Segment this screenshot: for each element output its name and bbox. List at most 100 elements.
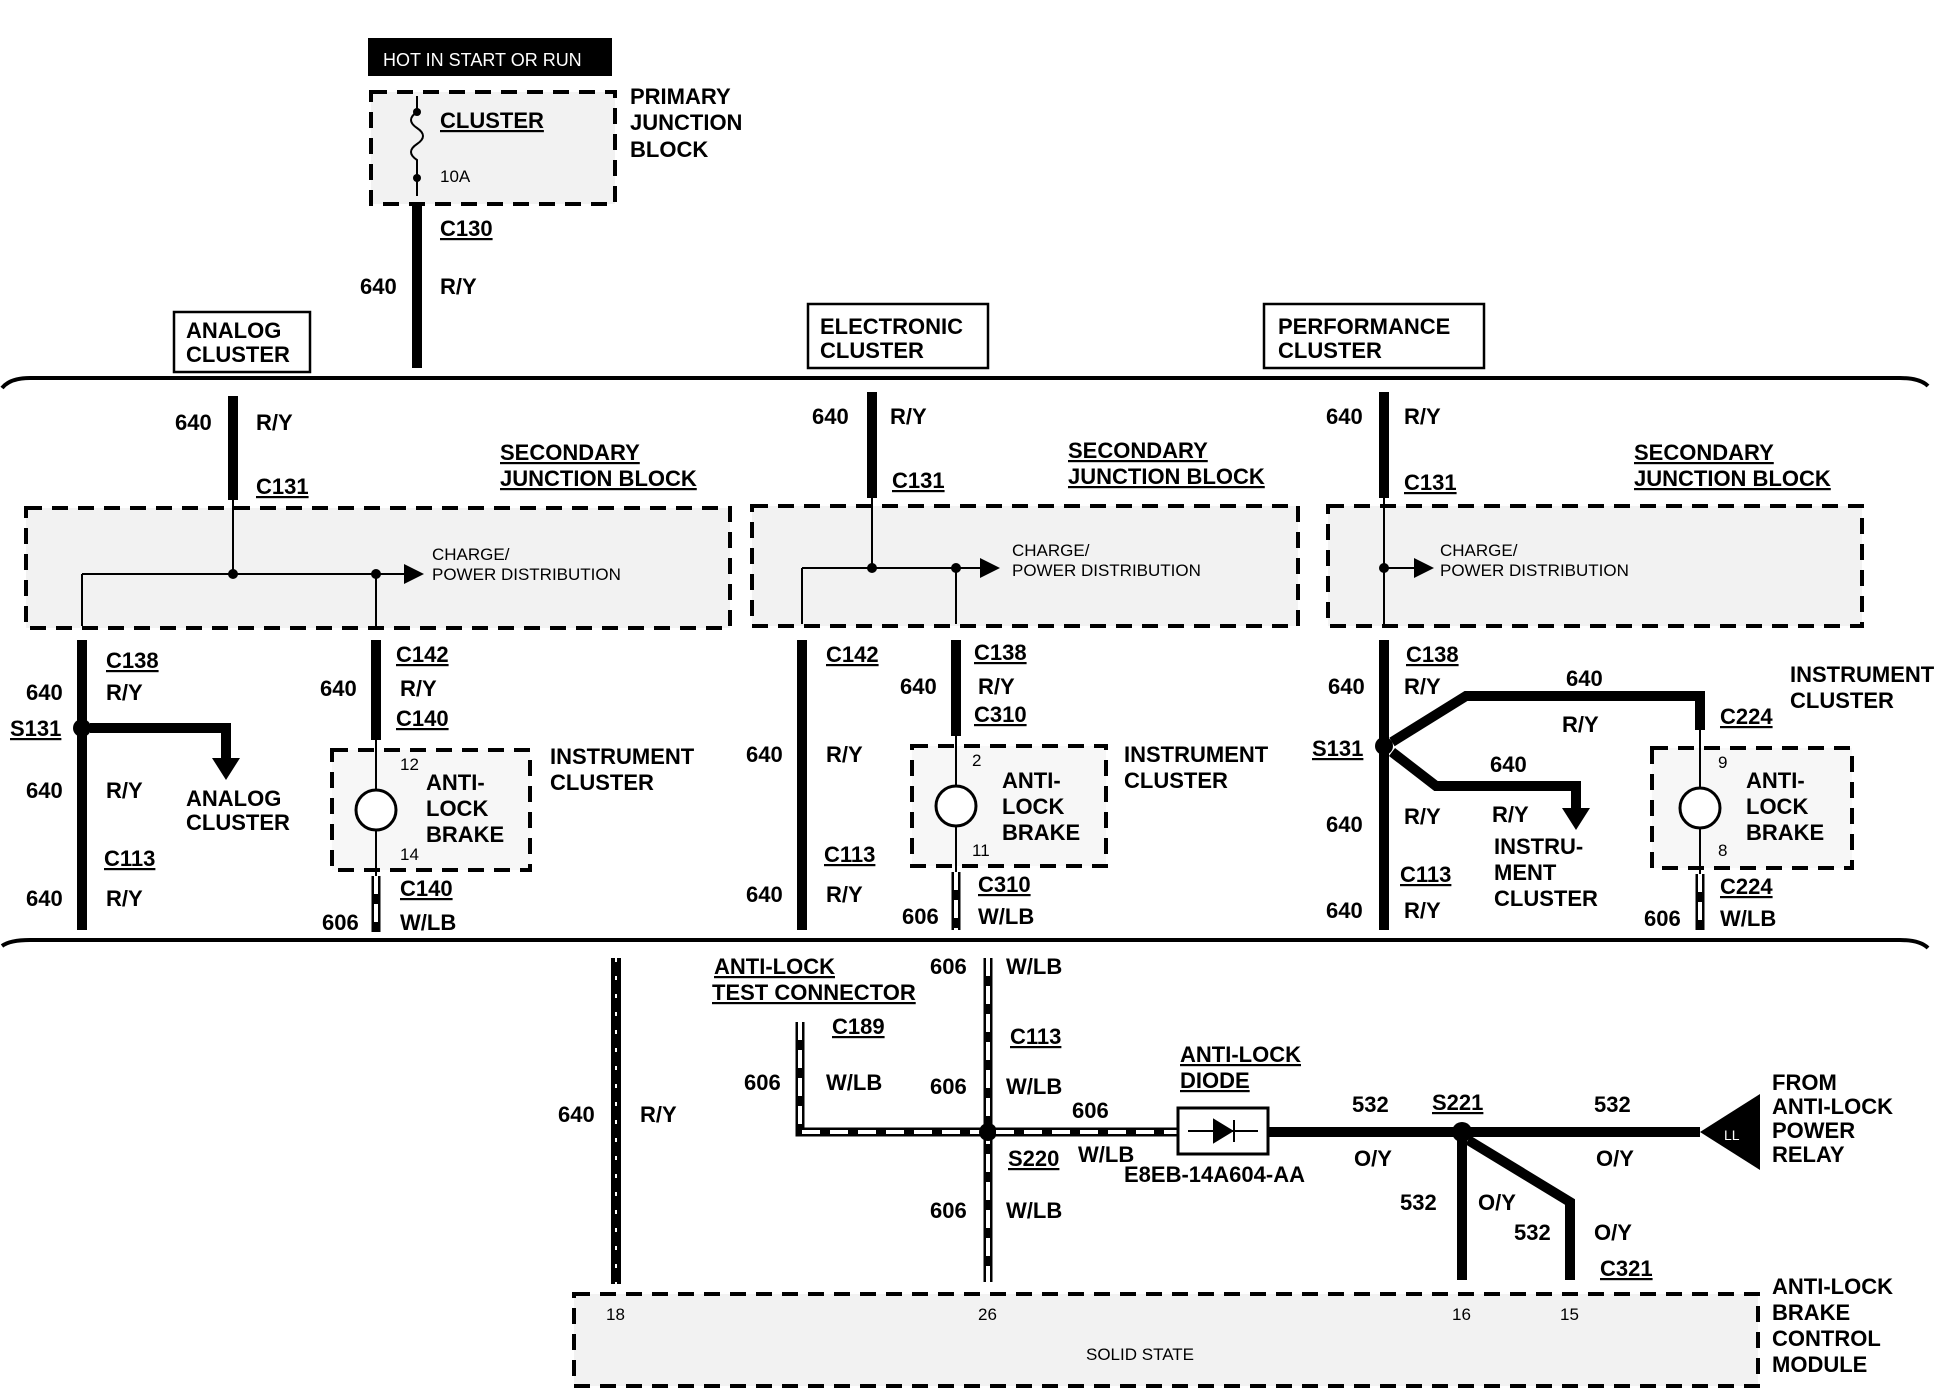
performance-bottom-connector: C113 [1400,862,1451,887]
analog-cluster-2: CLUSTER [550,770,654,795]
analog-branch-1: ANALOG [186,786,281,811]
test-circuit: 606 [744,1070,781,1095]
electronic-lamp-icon [934,784,978,828]
analog-out-color: W/LB [400,910,456,935]
splice-s221-label: S221 [1432,1090,1483,1115]
electronic-lamp-3: BRAKE [1002,820,1080,845]
lower-left-circuit: 640 [558,1102,595,1127]
analog-node-a [228,569,238,579]
test-connector-id: C189 [832,1014,885,1039]
analog-right-connector-top: C142 [396,642,449,667]
analog-lamp-pin-top: 12 [400,755,419,774]
power-label-box [368,38,612,76]
performance-mid-circuit: 640 [1490,752,1527,777]
lower-top-color: W/LB [1006,954,1062,979]
performance-branch-1: INSTRU- [1494,834,1583,859]
diode-out-circuit: 532 [1352,1092,1389,1117]
performance-right-connector-top: C224 [1720,704,1773,729]
analog-right-connector-mid: C140 [396,706,449,731]
splice-s220-label: S220 [1008,1146,1059,1171]
performance-sjb-2: JUNCTION BLOCK [1634,466,1831,491]
module-pin-16: 16 [1452,1305,1471,1324]
s221-down-color: O/Y [1478,1190,1516,1215]
electronic-left-color: R/Y [826,742,863,767]
electronic-dist-2: POWER DISTRIBUTION [1012,561,1201,580]
analog-lower-color: R/Y [106,778,143,803]
analog-lamp-box [330,748,532,872]
analog-branch-arrow [212,758,240,780]
module-pin-26: 26 [978,1305,997,1324]
splice-s221 [1452,1122,1472,1142]
performance-node-a [1379,563,1389,573]
relay-connector-mark: LL [1724,1127,1740,1143]
analog-lamp-1: ANTI- [426,770,485,795]
s220-down-color: W/LB [1006,1198,1062,1223]
module-connector: C321 [1600,1256,1653,1281]
relay-circuit: 532 [1594,1092,1631,1117]
fuse-rating: 10A [440,167,471,186]
electronic-lamp-pin-bottom: 11 [972,841,990,860]
bottom-separator [0,938,1930,950]
connector-c130: C130 [440,216,493,241]
electronic-right-connector-mid: C310 [974,702,1027,727]
analog-sjb-2: JUNCTION BLOCK [500,466,697,491]
fuse-icon [410,96,424,196]
performance-branch-2: MENT [1494,860,1557,885]
lower-left-color: R/Y [640,1102,677,1127]
analog-branch-wire [90,723,231,760]
analog-dist-1: CHARGE/ [432,545,510,564]
performance-out-circuit: 606 [1644,906,1681,931]
main-circuit: 640 [360,274,397,299]
performance-top-color: R/Y [1404,674,1441,699]
analog-secondary-jb [24,506,732,630]
analog-bottom-circuit: 640 [26,886,63,911]
electronic-lamp-1: ANTI- [1002,768,1061,793]
module-title-2: BRAKE [1772,1300,1850,1325]
performance-in-circuit: 640 [1326,404,1363,429]
relay-color: O/Y [1596,1146,1634,1171]
electronic-left-circuit: 640 [746,742,783,767]
performance-lamp-icon [1678,786,1722,830]
analog-left-circuit: 640 [26,680,63,705]
top-separator [0,376,1930,390]
analog-right-color: R/Y [400,676,437,701]
analog-variant-2: CLUSTER [186,342,290,367]
analog-out-circuit: 606 [322,910,359,935]
s220-down-circuit: 606 [930,1198,967,1223]
performance-dist-1: CHARGE/ [1440,541,1518,560]
fuse-node-bottom [413,174,421,182]
performance-mid-branch [1388,748,1581,810]
relay-title-3: POWER [1772,1118,1855,1143]
relay-title-4: RELAY [1772,1142,1845,1167]
module-title-4: MODULE [1772,1352,1867,1377]
performance-in-color: R/Y [1404,404,1441,429]
electronic-in-color: R/Y [890,404,927,429]
electronic-variant-1: ELECTRONIC [820,314,963,339]
diode-out-color: O/Y [1354,1146,1392,1171]
performance-mid-arrow [1562,808,1590,830]
electronic-dist-1: CHARGE/ [1012,541,1090,560]
performance-upper-branch [1389,691,1705,747]
electronic-node-b [951,563,961,573]
performance-branch-3: CLUSTER [1494,886,1598,911]
performance-upper-color: R/Y [1562,712,1599,737]
diode-title-2: DIODE [1180,1068,1250,1093]
electronic-cluster-2: CLUSTER [1124,768,1228,793]
performance-lower-color: R/Y [1404,804,1441,829]
performance-variant-2: CLUSTER [1278,338,1382,363]
analog-lamp-pin-bottom: 14 [400,845,419,864]
performance-mid-color: R/Y [1492,802,1529,827]
analog-lower-circuit: 640 [26,778,63,803]
performance-upper-circuit: 640 [1566,666,1603,691]
analog-branch-2: CLUSTER [186,810,290,835]
analog-dist-lines [81,500,400,626]
analog-dist-2: POWER DISTRIBUTION [432,565,621,584]
diode-icon [1188,1118,1258,1144]
lower-mid-connector: C113 [1010,1024,1061,1049]
lower-top-circuit: 606 [930,954,967,979]
test-color: W/LB [826,1070,882,1095]
electronic-lamp-2: LOCK [1002,794,1064,819]
performance-splice-s131 [1375,737,1393,755]
performance-in-connector: C131 [1404,470,1457,495]
analog-bottom-color: R/Y [106,886,143,911]
